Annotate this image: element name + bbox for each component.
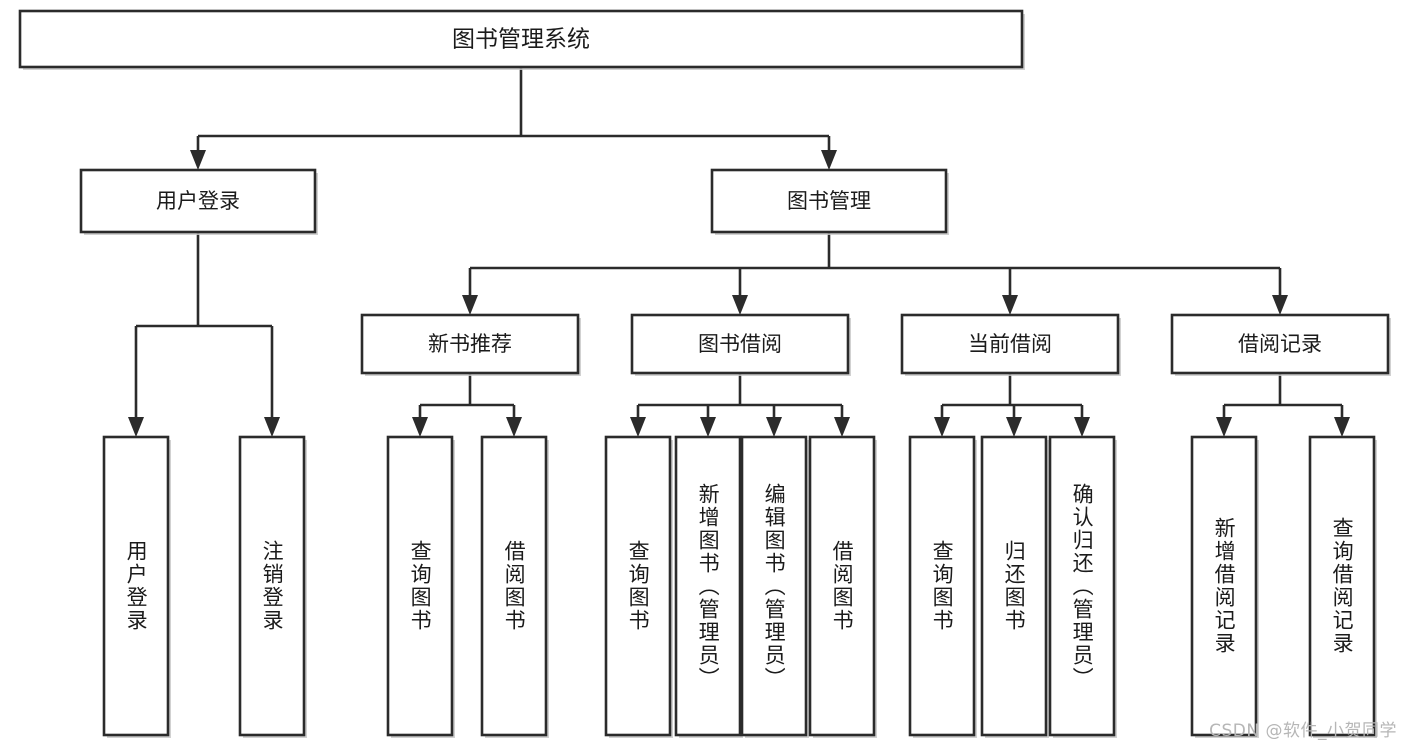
node-current-borrow[interactable]	[900, 313, 1120, 375]
node-user-login-leaf[interactable]	[102, 435, 170, 737]
arrow-head-icon	[264, 417, 280, 437]
arrow-head-icon	[506, 417, 522, 437]
arrow-head-icon	[766, 417, 782, 437]
node-label-current-borrow: 当前借阅	[968, 332, 1052, 356]
node-record-query[interactable]	[1308, 435, 1376, 737]
arrow-head-icon	[700, 417, 716, 437]
node-label-borrow-record: 借阅记录	[1238, 332, 1322, 356]
node-borrow-edit-book[interactable]	[740, 435, 808, 737]
node-label-new-book-recommend: 新书推荐	[428, 332, 512, 356]
arrow-head-icon	[934, 417, 950, 437]
node-current-query-book[interactable]	[908, 435, 976, 737]
node-record-add[interactable]	[1190, 435, 1258, 737]
node-recommend-query-book[interactable]	[386, 435, 454, 737]
node-borrow-add-book[interactable]	[674, 435, 742, 737]
node-borrow-record[interactable]	[1170, 313, 1390, 375]
node-book-manage[interactable]	[710, 168, 948, 234]
arrow-head-icon	[732, 295, 748, 315]
node-label-user-login: 用户登录	[156, 189, 240, 213]
arrow-head-icon	[412, 417, 428, 437]
arrow-head-icon	[821, 150, 837, 170]
arrow-head-icon	[1074, 417, 1090, 437]
node-current-confirm-return[interactable]	[1048, 435, 1116, 737]
arrow-head-icon	[128, 417, 144, 437]
node-label-root: 图书管理系统	[452, 27, 590, 53]
box-layer	[18, 9, 1391, 738]
watermark: CSDN @软件_小贺同学	[1209, 721, 1397, 741]
arrow-head-icon	[1002, 295, 1018, 315]
arrow-head-icon	[462, 295, 478, 315]
arrow-head-icon	[190, 150, 206, 170]
arrow-head-icon	[834, 417, 850, 437]
node-current-return-book[interactable]	[980, 435, 1048, 737]
node-book-borrow[interactable]	[630, 313, 850, 375]
node-new-book-recommend[interactable]	[360, 313, 580, 375]
arrow-head-icon	[630, 417, 646, 437]
node-root[interactable]	[18, 9, 1024, 69]
arrow-head-icon	[1334, 417, 1350, 437]
node-user-logout-leaf[interactable]	[238, 435, 306, 737]
arrow-head-icon	[1216, 417, 1232, 437]
node-label-book-manage: 图书管理	[787, 189, 871, 213]
node-borrow-query-book[interactable]	[604, 435, 672, 737]
arrow-head-icon	[1006, 417, 1022, 437]
node-label-book-borrow: 图书借阅	[698, 332, 782, 356]
arrow-head-icon	[1272, 295, 1288, 315]
connector-layer	[128, 67, 1350, 437]
node-user-login[interactable]	[79, 168, 317, 234]
node-borrow-borrow-book[interactable]	[808, 435, 876, 737]
node-recommend-borrow-book[interactable]	[480, 435, 548, 737]
